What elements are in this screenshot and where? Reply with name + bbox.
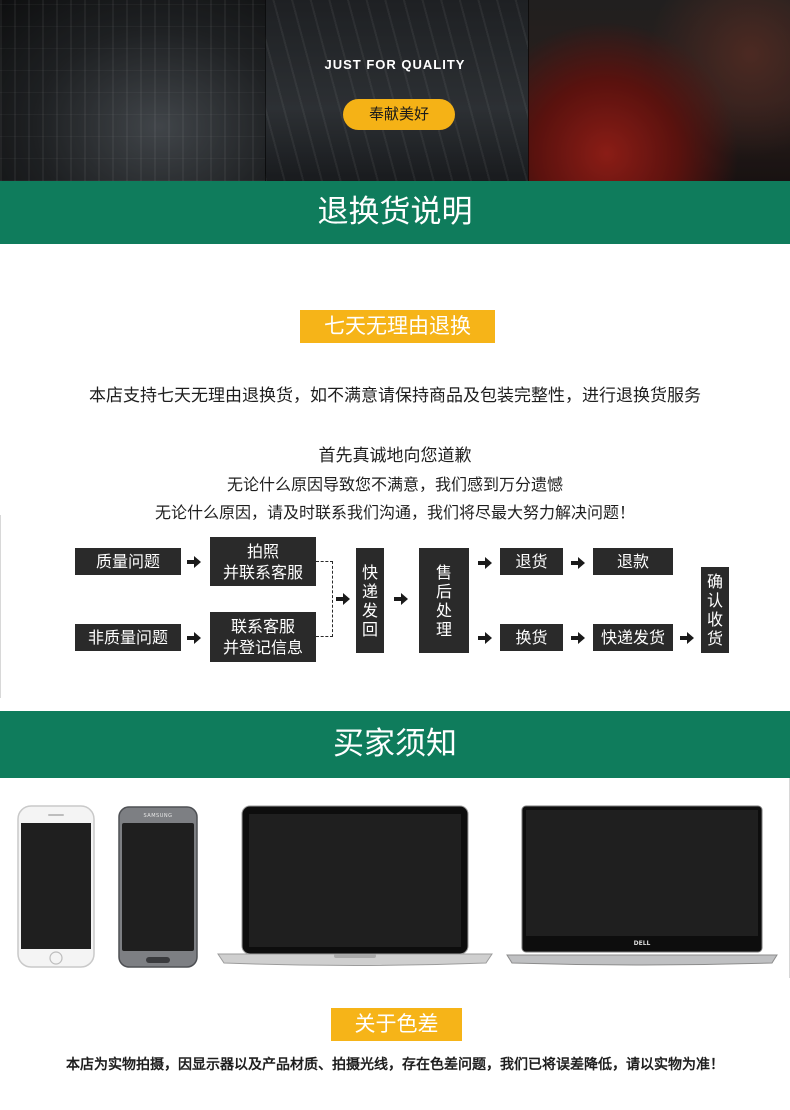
factory-photo-center bbox=[265, 0, 528, 181]
factory-photo-left bbox=[0, 0, 265, 181]
flow-char: 发 bbox=[361, 600, 378, 620]
dell-laptop-image: DELL bbox=[506, 805, 778, 968]
arrow-right-icon bbox=[571, 632, 585, 644]
flow-char: 后 bbox=[435, 581, 452, 601]
flow-refund: 退款 bbox=[593, 548, 673, 575]
hero-divider bbox=[265, 0, 266, 181]
returns-header-text: 退换货说明 bbox=[317, 194, 473, 230]
contact-text: 无论什么原因，请及时联系我们沟通，我们将尽最大努力解决问题！ bbox=[154, 503, 635, 522]
flow-photo-line2: 并联系客服 bbox=[222, 562, 303, 582]
flow-exchange: 换货 bbox=[500, 624, 563, 651]
flow-after-sales: 售 后 处 理 bbox=[419, 548, 469, 653]
color-difference-tag: 关于色差 bbox=[331, 1008, 462, 1041]
flow-contact-line1: 联系客服 bbox=[230, 617, 295, 636]
flow-char: 售 bbox=[435, 562, 452, 582]
hero-banner: JUST FOR QUALITY 奉献美好 bbox=[0, 0, 790, 181]
notice-header-text: 买家须知 bbox=[333, 726, 457, 762]
flow-char: 递 bbox=[361, 581, 378, 601]
arrow-right-icon bbox=[478, 632, 492, 644]
flow-char: 确 bbox=[706, 572, 723, 591]
returns-section-header: 退换货说明 bbox=[0, 181, 790, 244]
factory-photo-right bbox=[528, 0, 790, 181]
flow-contact-register: 联系客服 并登记信息 bbox=[210, 612, 316, 662]
arrow-right-icon bbox=[187, 632, 201, 644]
flow-contact-line2: 并登记信息 bbox=[222, 638, 303, 657]
phone-icon bbox=[17, 805, 95, 968]
arrow-right-icon bbox=[394, 593, 408, 605]
flow-char: 回 bbox=[361, 619, 378, 639]
hero-divider bbox=[528, 0, 529, 181]
hero-pill-button[interactable]: 奉献美好 bbox=[343, 99, 455, 130]
flow-photo-contact: 拍照 并联系客服 bbox=[210, 537, 316, 586]
laptop-icon bbox=[506, 805, 778, 966]
arrow-right-icon bbox=[336, 593, 350, 605]
flow-merge-connector bbox=[316, 561, 333, 637]
flow-char: 处 bbox=[435, 600, 452, 620]
samsung-phone-image: SAMSUNG bbox=[118, 806, 198, 968]
flow-express-ship: 快递发货 bbox=[593, 624, 673, 651]
flow-char: 快 bbox=[361, 562, 378, 582]
hero-title: JUST FOR QUALITY bbox=[324, 57, 466, 72]
arrow-right-icon bbox=[187, 556, 201, 568]
hero-overlay bbox=[0, 0, 790, 181]
samsung-logo: SAMSUNG bbox=[143, 813, 173, 819]
flow-char: 理 bbox=[435, 619, 452, 639]
flow-char: 货 bbox=[706, 629, 723, 648]
macbook-image bbox=[216, 805, 494, 968]
arrow-right-icon bbox=[680, 632, 694, 644]
flow-char: 收 bbox=[706, 610, 723, 629]
flow-return-goods: 退货 bbox=[500, 548, 563, 575]
left-edge-line bbox=[0, 515, 1, 698]
flow-express-return: 快 递 发 回 bbox=[356, 548, 384, 653]
arrow-right-icon bbox=[571, 557, 585, 569]
buyer-notice-header: 买家须知 bbox=[0, 711, 790, 778]
dell-logo: DELL bbox=[633, 940, 651, 947]
support-text: 本店支持七天无理由退换货，如不满意请保持商品及包装完整性，进行退换货服务 bbox=[89, 386, 701, 406]
laptop-icon bbox=[217, 805, 493, 966]
seven-day-return-tag: 七天无理由退换 bbox=[300, 310, 495, 343]
regret-text: 无论什么原因导致您不满意，我们感到万分遗憾 bbox=[226, 475, 563, 494]
iphone-image bbox=[17, 805, 95, 968]
color-difference-note: 本店为实物拍摄，因显示器以及产品材质、拍摄光线，存在色差问题，我们已将误差降低，… bbox=[66, 1057, 724, 1073]
flow-quality-issue: 质量问题 bbox=[75, 548, 181, 575]
arrow-right-icon bbox=[478, 557, 492, 569]
flow-photo-line1: 拍照 bbox=[246, 541, 279, 561]
flow-non-quality-issue: 非质量问题 bbox=[75, 624, 181, 651]
flow-char: 认 bbox=[706, 591, 723, 610]
flow-confirm-receipt: 确 认 收 货 bbox=[701, 567, 729, 653]
phone-icon bbox=[118, 806, 198, 968]
apology-text: 首先真诚地向您道歉 bbox=[318, 446, 472, 466]
